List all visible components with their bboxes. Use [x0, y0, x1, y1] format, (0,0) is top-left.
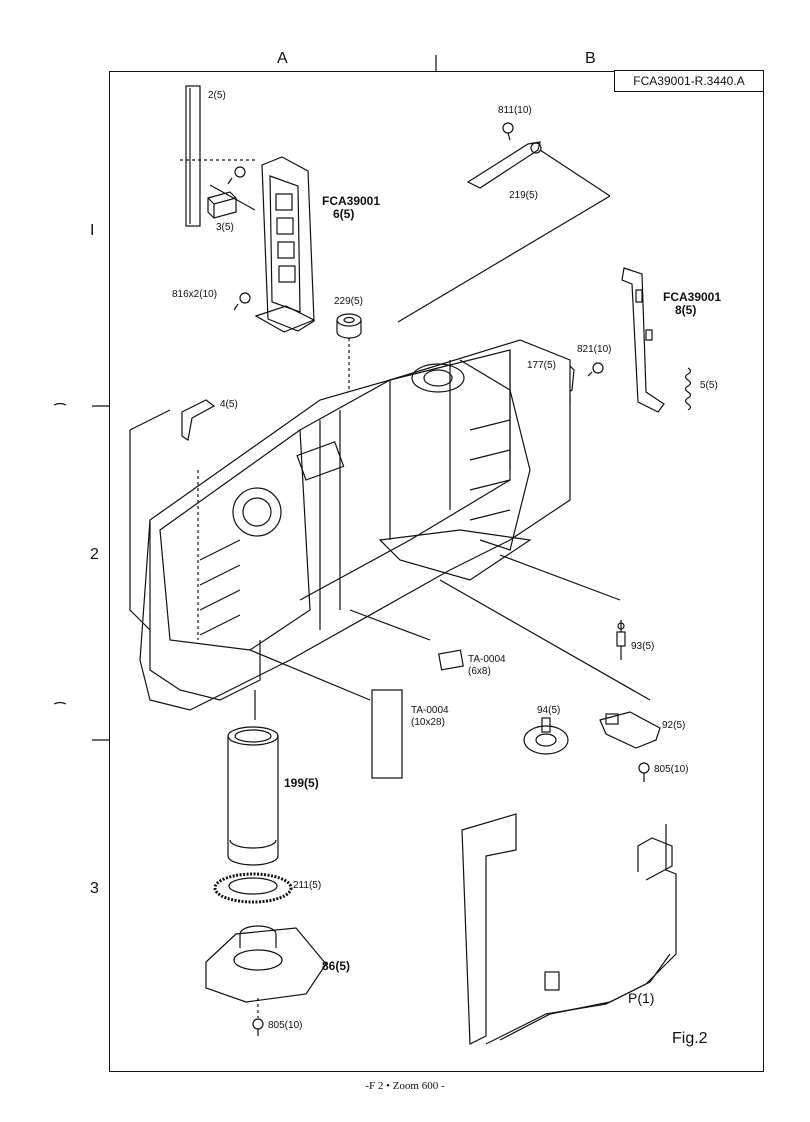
part-86-base-shape: [205, 925, 327, 1003]
label-part-219: 219(5): [509, 190, 538, 201]
flex-pcb-shape: [461, 813, 677, 1045]
label-part-2: 2(5): [208, 90, 226, 101]
row-1-label: I: [90, 222, 95, 239]
screw-805a-shape: [638, 762, 650, 782]
label-tape-a: TA-0004: [468, 654, 506, 665]
label-pcb: P(1): [628, 990, 655, 1006]
part-4-clip-shape: [181, 399, 216, 442]
part-8-plate-shape: [621, 267, 665, 413]
part-93-shape: [616, 620, 626, 660]
screw-near-part-3-shape: [227, 166, 246, 185]
label-tape-b-size: (10x28): [411, 717, 445, 728]
screw-821-shape: [587, 362, 604, 377]
label-part-805b: 805(10): [268, 1020, 303, 1031]
label-part-86: 86(5): [322, 959, 351, 973]
label-part-811: 811(10): [498, 105, 532, 116]
label-part-229: 229(5): [334, 296, 363, 307]
screw-816-shape: [233, 292, 251, 311]
page-footer: -F 2 • Zoom 600 -: [365, 1080, 445, 1092]
row-3-label: 3: [90, 880, 99, 897]
label-part-816: 816x2(10): [172, 289, 218, 300]
label-part-94: 94(5): [537, 705, 561, 716]
tape-10x28-shape: [371, 689, 403, 779]
label-fca-a: FCA39001: [322, 194, 381, 208]
margin-mark-1: [53, 402, 67, 406]
label-fca-b: FCA39001: [663, 290, 722, 304]
part-6-bracket-shape: [254, 156, 316, 333]
label-part-211: 211(5): [293, 880, 322, 891]
part-229-ring-shape: [336, 313, 362, 339]
label-tape-b: TA-0004: [411, 705, 449, 716]
label-part-199: 199(5): [284, 776, 319, 790]
column-b-header: B: [585, 50, 596, 67]
label-part-821: 821(10): [577, 344, 612, 355]
figure-label: Fig.2: [672, 1030, 708, 1047]
part-2-bar-shape: [185, 85, 201, 227]
label-part-805a: 805(10): [654, 764, 689, 775]
part-219-shape: [466, 141, 542, 189]
label-tape-a-size: (6x8): [468, 666, 491, 677]
part-211-gear-shape: [213, 872, 293, 904]
label-part-6: 6(5): [333, 207, 355, 221]
part-3-block-shape: [207, 191, 237, 219]
part-92-shape: [599, 711, 661, 749]
document-id-box: FCA39001-R.3440.A: [614, 70, 764, 92]
part-94-gear-shape: [523, 717, 569, 755]
label-part-5: 5(5): [700, 380, 718, 391]
label-part-92: 92(5): [662, 720, 686, 731]
label-part-93: 93(5): [631, 641, 655, 652]
label-part-4: 4(5): [220, 399, 238, 410]
column-a-header: A: [277, 50, 288, 67]
label-part-3: 3(5): [216, 222, 234, 233]
part-199-tube-shape: [227, 726, 279, 866]
row-2-label: 2: [90, 546, 99, 563]
main-chassis-shape: [139, 339, 571, 711]
label-part-8: 8(5): [675, 303, 697, 317]
screw-805b-shape: [252, 1018, 264, 1036]
margin-mark-2: [53, 701, 67, 705]
tape-6x8-shape: [438, 649, 464, 671]
label-part-177: 177(5): [527, 360, 556, 371]
spring-5-shape: [684, 367, 692, 411]
screw-811-shape: [502, 122, 514, 141]
